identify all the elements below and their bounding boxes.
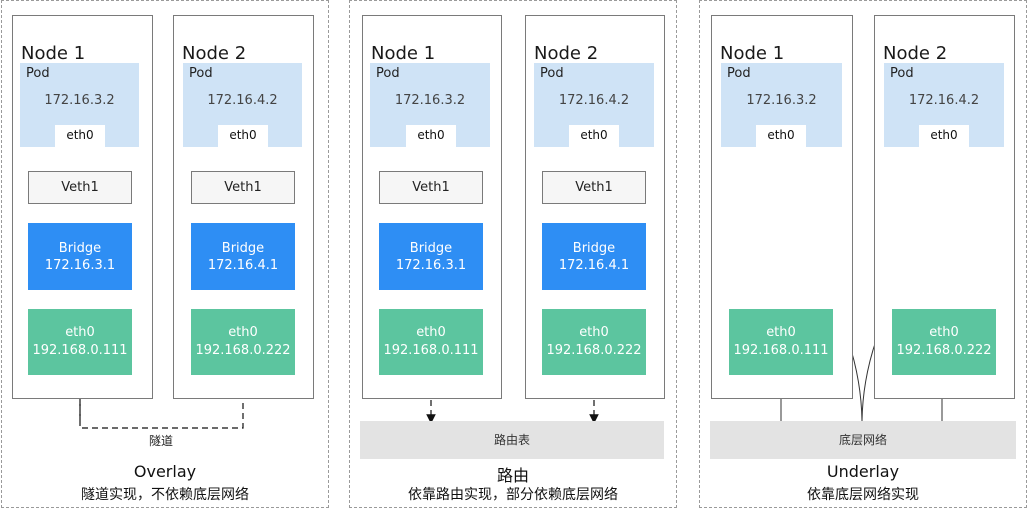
pod-box: Pod 172.16.3.2 <box>370 63 490 147</box>
panel-subtitle: 依靠底层网络实现 <box>807 487 919 503</box>
nic-ip: 192.168.0.111 <box>733 343 829 358</box>
bridge-box: Bridge 172.16.4.1 <box>191 223 295 290</box>
nic-name: eth0 <box>65 325 95 340</box>
node-title: Node 2 <box>883 43 948 64</box>
pod-eth-interface: eth0 <box>218 125 268 147</box>
bridge-box: Bridge 172.16.3.1 <box>379 223 483 290</box>
panel-subtitle: 依靠路由实现，部分依赖底层网络 <box>408 487 618 503</box>
bridge-box: Bridge 172.16.4.1 <box>542 223 646 290</box>
underlay-network-bar: 底层网络 <box>710 421 1016 459</box>
pod-label: Pod <box>189 66 213 81</box>
bridge-ip: 172.16.3.1 <box>44 257 116 273</box>
panel-subtitle: 隧道实现，不依赖底层网络 <box>81 487 249 503</box>
pod-label: Pod <box>26 66 50 81</box>
bridge-ip: 172.16.4.1 <box>558 257 630 273</box>
nic-name: eth0 <box>579 325 609 340</box>
node-nic-box: eth0 192.168.0.222 <box>892 309 996 375</box>
pod-label: Pod <box>540 66 564 81</box>
nic-name: eth0 <box>929 325 959 340</box>
pod-ip: 172.16.3.2 <box>44 93 115 108</box>
pod-ip: 172.16.4.2 <box>908 93 980 108</box>
pod-eth-interface: eth0 <box>406 125 456 147</box>
pod-eth-interface: eth0 <box>569 125 619 147</box>
node-nic-box: eth0 192.168.0.111 <box>379 309 483 375</box>
node-title: Node 1 <box>720 43 785 64</box>
veth-box: Veth1 <box>379 171 483 204</box>
nic-name: eth0 <box>416 325 446 340</box>
pod-ip: 172.16.3.2 <box>394 93 466 108</box>
pod-label: Pod <box>890 66 914 81</box>
bridge-ip: 172.16.3.1 <box>395 257 467 273</box>
node-title: Node 1 <box>371 43 436 64</box>
nic-ip: 192.168.0.222 <box>896 343 992 358</box>
veth-box: Veth1 <box>191 171 295 204</box>
veth-box: Veth1 <box>28 171 132 204</box>
veth-box: Veth1 <box>542 171 646 204</box>
pod-ip: 172.16.4.2 <box>558 93 630 108</box>
bridge-name: Bridge <box>572 240 616 256</box>
node-nic-box: eth0 192.168.0.111 <box>28 309 132 375</box>
pod-label: Pod <box>727 66 751 81</box>
nic-ip: 192.168.0.222 <box>195 343 291 358</box>
tunnel-label: 隧道 <box>149 434 174 448</box>
pod-ip: 172.16.3.2 <box>746 93 817 108</box>
nic-ip: 192.168.0.111 <box>383 343 479 358</box>
pod-eth-interface: eth0 <box>919 125 969 147</box>
pod-box: Pod 172.16.4.2 <box>183 63 302 147</box>
pod-box: Pod 172.16.4.2 <box>534 63 654 147</box>
pod-ip: 172.16.4.2 <box>207 93 278 108</box>
nic-name: eth0 <box>766 325 796 340</box>
panel-title: Overlay <box>133 462 197 481</box>
node-title: Node 2 <box>534 43 599 64</box>
routing-table-bar: 路由表 <box>360 421 664 459</box>
nic-ip: 192.168.0.222 <box>546 343 642 358</box>
panel-title: 路由 <box>496 466 529 485</box>
pod-eth-interface: eth0 <box>756 125 806 147</box>
node-nic-box: eth0 192.168.0.111 <box>729 309 833 375</box>
bridge-name: Bridge <box>221 240 265 256</box>
bridge-name: Bridge <box>409 240 453 256</box>
pod-label: Pod <box>376 66 400 81</box>
node-title: Node 1 <box>21 43 86 64</box>
bridge-name: Bridge <box>58 240 102 256</box>
nic-name: eth0 <box>228 325 258 340</box>
node-nic-box: eth0 192.168.0.222 <box>542 309 646 375</box>
bridge-ip: 172.16.4.1 <box>207 257 279 273</box>
bridge-box: Bridge 172.16.3.1 <box>28 223 132 290</box>
panel-title: Underlay <box>826 462 900 481</box>
node-nic-box: eth0 192.168.0.222 <box>191 309 295 375</box>
nic-ip: 192.168.0.111 <box>32 343 128 358</box>
node-title: Node 2 <box>182 43 247 64</box>
pod-eth-interface: eth0 <box>55 125 105 147</box>
